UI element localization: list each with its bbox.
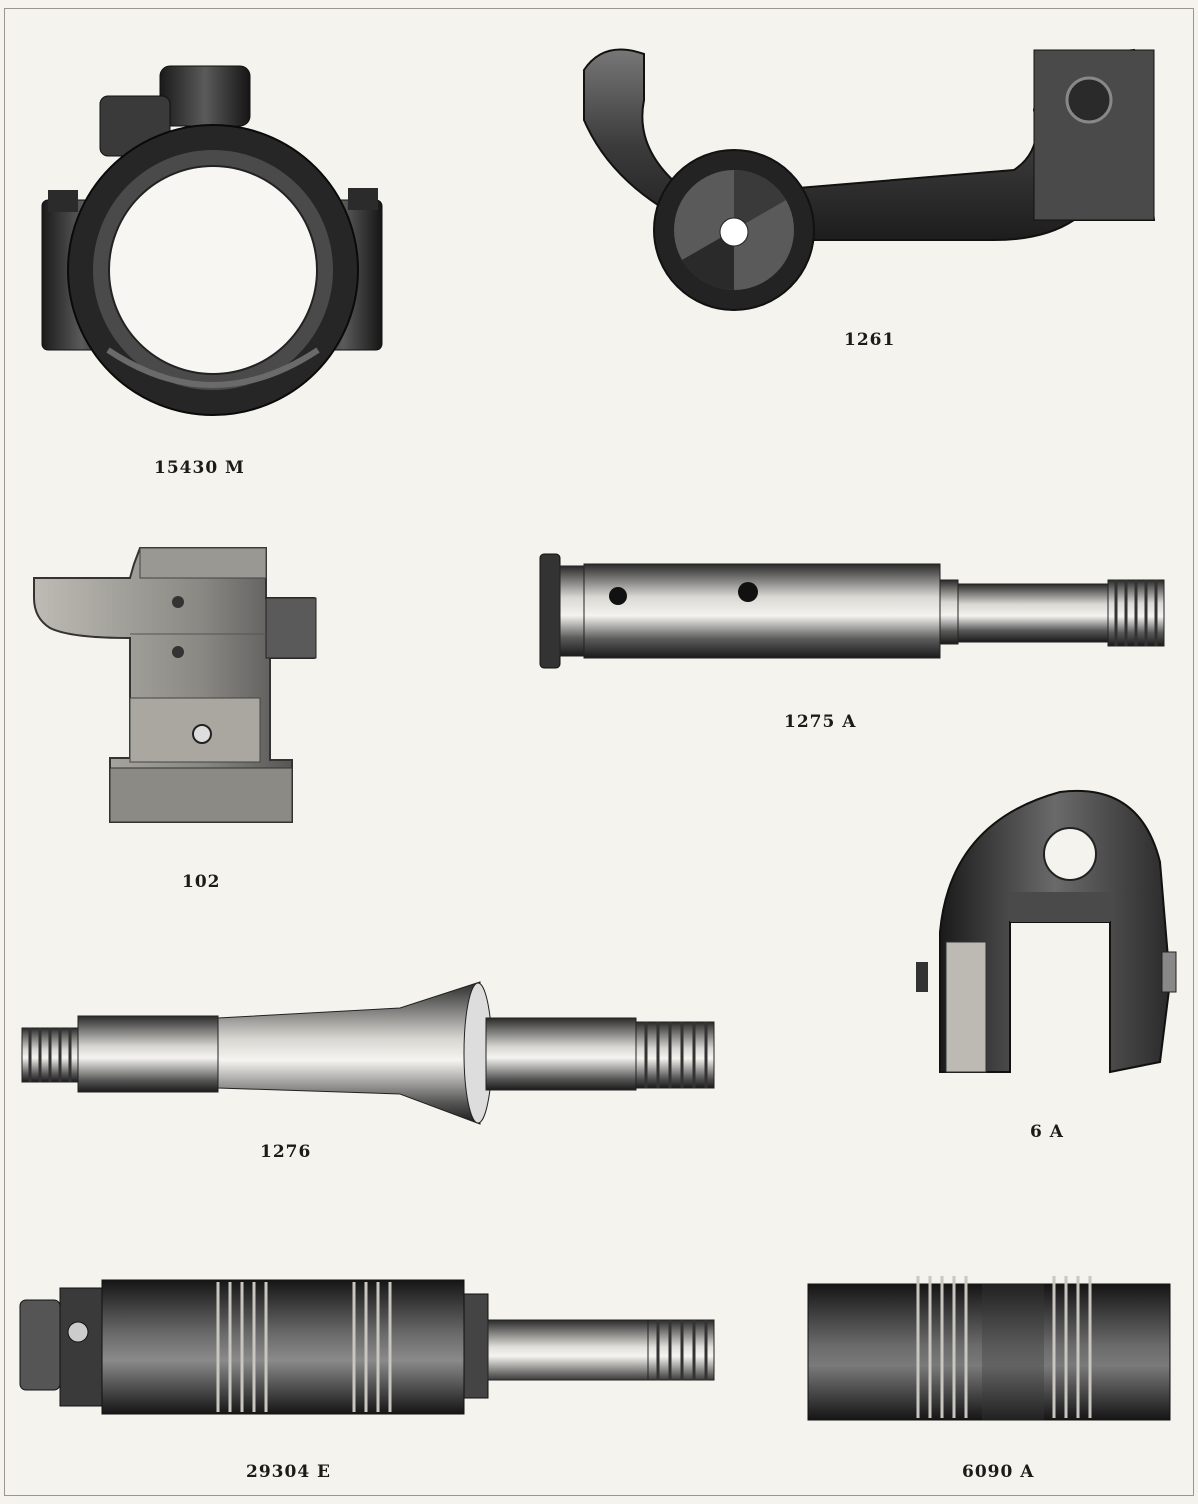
part-label-102: 102 [182, 872, 221, 892]
tapered-spindle-icon [20, 978, 716, 1128]
bracket-arm-icon [574, 40, 1164, 320]
part-label-1275a: 1275 A [784, 712, 857, 732]
part-label-1261: 1261 [844, 330, 896, 350]
threaded-spindle-icon [18, 1270, 718, 1430]
part-label-29304e: 29304 E [246, 1462, 332, 1482]
part-label-15430m: 15430 M [154, 458, 245, 478]
drilled-shaft-icon [538, 550, 1168, 674]
slide-block-icon [30, 538, 330, 824]
forked-yoke-icon [910, 782, 1190, 1082]
bearing-housing-icon [38, 60, 388, 420]
page-border [4, 8, 1194, 1496]
threaded-sleeve-icon [806, 1270, 1172, 1430]
part-label-6a: 6 A [1030, 1122, 1064, 1142]
part-label-6090a: 6090 A [962, 1462, 1035, 1482]
part-label-1276: 1276 [260, 1142, 312, 1162]
